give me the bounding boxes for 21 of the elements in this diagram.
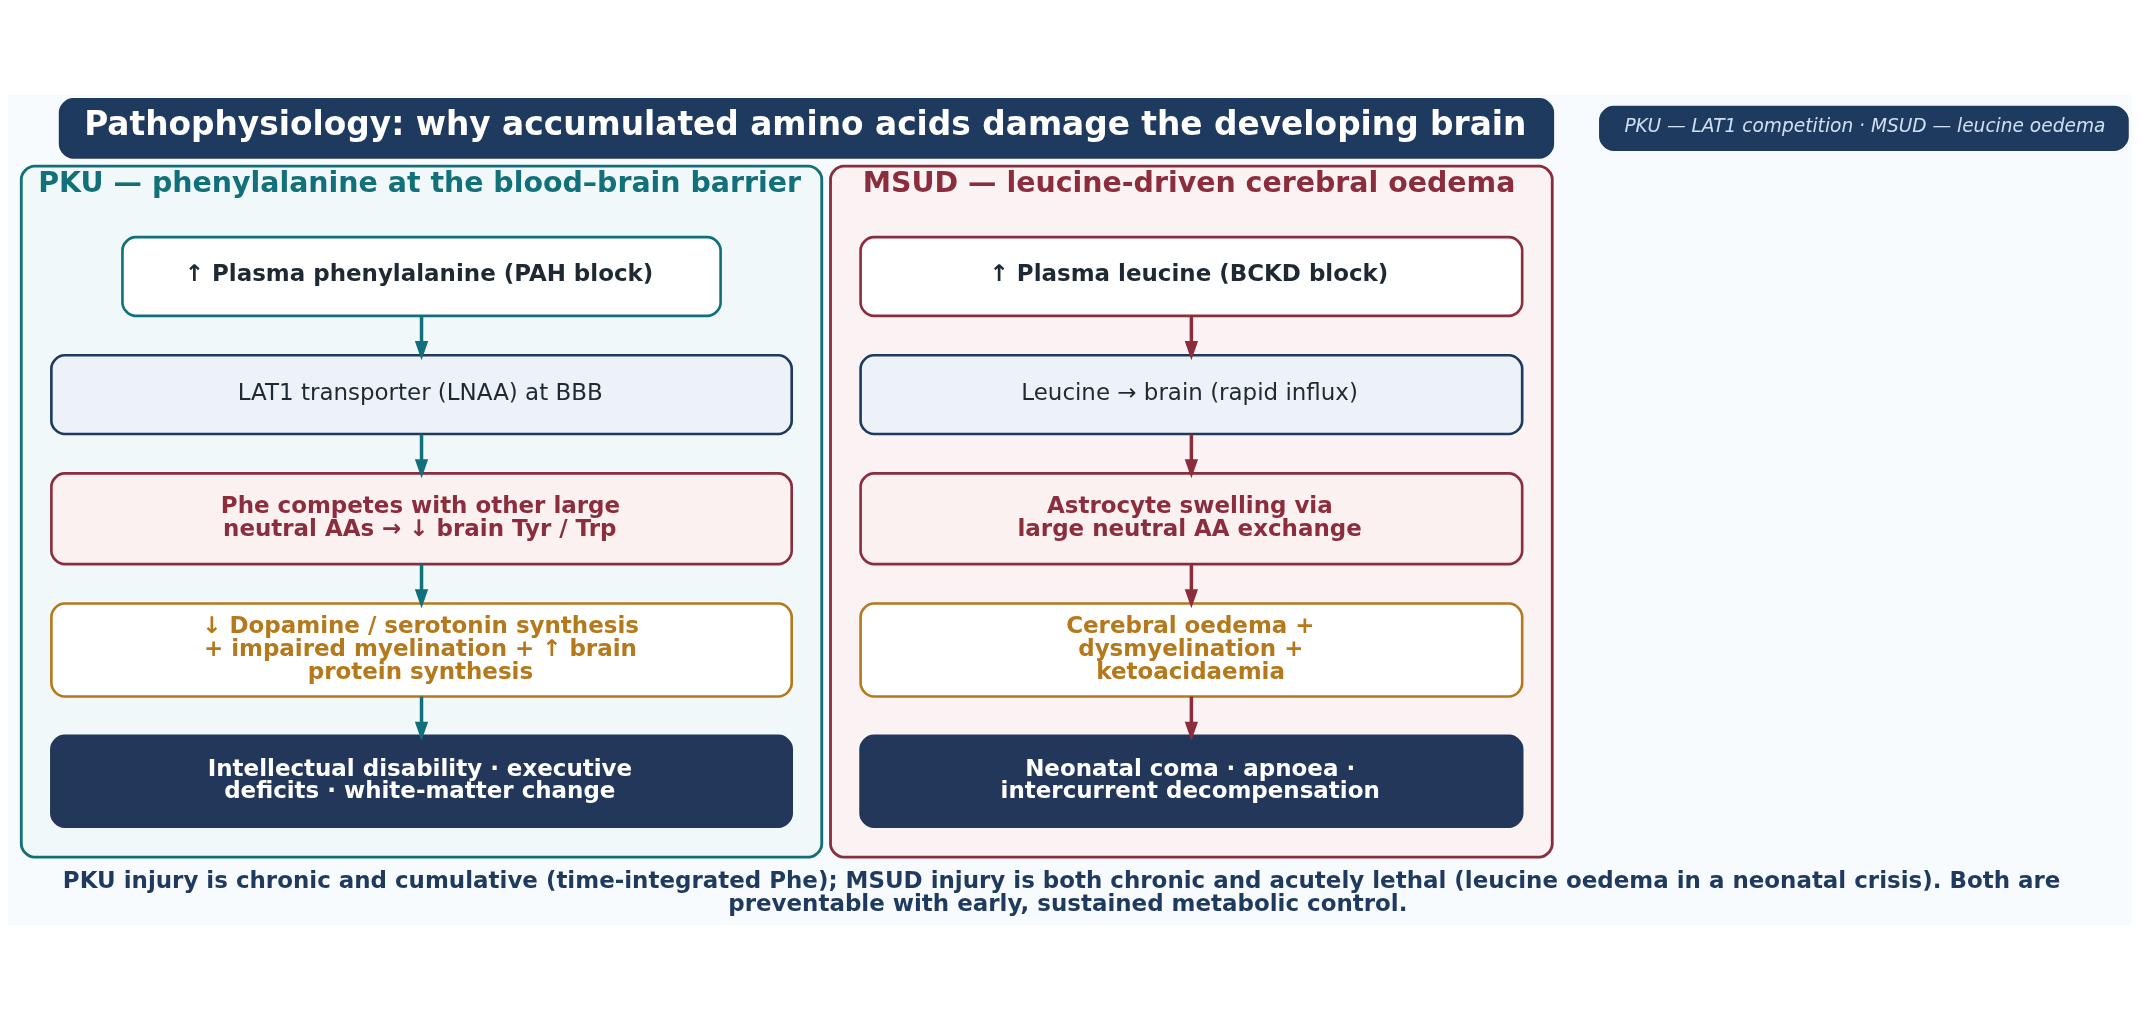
label: PKU — LAT1 competition · MSUD — leucine oedema	[1624, 114, 2106, 136]
arrow	[414, 564, 429, 609]
node-box: LAT1 transporter (LNAA) at BBB	[50, 353, 793, 436]
node-box: ↓ Dopamine / serotonin synthesis + impaired myelination + ↑ brain protein synthesis	[50, 602, 793, 698]
node-box: Leucine → brain (rapid influx)	[859, 353, 1524, 436]
caption: PKU injury is chronic and cumulative (time-integrated Phe); MSUD injury is both chronic and acutely lethal (leucine oedema in a neonatal crisis). Both are preventable with early, sustained metabolic control.	[62, 866, 2061, 916]
arrow	[1184, 696, 1199, 741]
node-box: Neonatal coma · apnoea · intercurrent decompensation	[859, 734, 1524, 828]
diagram-title: Pathophysiology: why accumulated amino acids damage the developing brain	[84, 105, 1527, 144]
node-box: ↑ Plasma phenylalanine (PAH block)	[121, 235, 722, 318]
arrow	[1184, 315, 1199, 361]
node-box: Phe competes with other large neutral AAs → ↓ brain Tyr / Trp	[50, 472, 793, 566]
arrow	[414, 696, 429, 741]
arrow	[1184, 564, 1199, 609]
arrow	[414, 315, 429, 361]
node-box: Intellectual disability · executive deficits · white-matter change	[50, 734, 793, 828]
node-box: Cerebral oedema + dysmyelination + ketoacidaemia	[859, 602, 1524, 698]
arrow	[414, 434, 429, 479]
node-box: Astrocyte swelling via large neutral AA exchange	[859, 472, 1524, 566]
node-box: ↑ Plasma leucine (BCKD block)	[859, 235, 1524, 318]
arrow	[1184, 434, 1199, 479]
